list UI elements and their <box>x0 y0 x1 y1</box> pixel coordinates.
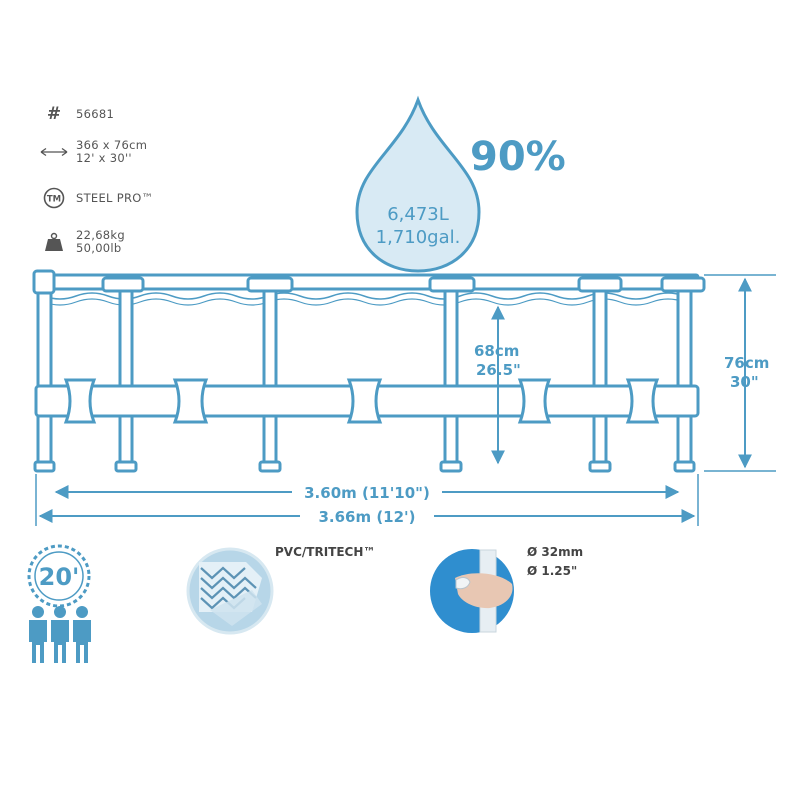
material-layers-icon <box>186 547 274 635</box>
stopwatch-icon <box>27 544 91 608</box>
spec-model: # 56681 <box>32 104 114 124</box>
spec-weight: 22,68kg 50,00lb <box>32 229 125 255</box>
spec-size: 366 x 76cm 12' x 30'' <box>32 139 147 165</box>
weight-lb: 50,00lb <box>76 241 122 255</box>
height-cm: 76cm <box>724 354 769 372</box>
svg-text:TM: TM <box>47 195 61 205</box>
capacity-liters: 6,473L <box>387 204 449 225</box>
capacity-percent: 90% <box>470 134 566 180</box>
height-in: 30" <box>730 373 759 391</box>
spec-frame: TM STEEL PRO™ <box>32 187 153 209</box>
height-dimension <box>704 274 776 472</box>
water-depth-cm: 68cm <box>474 342 519 360</box>
water-depth-in: 26.5" <box>476 361 521 379</box>
weight-icon <box>32 231 76 253</box>
material-label: PVC/TRITECH™ <box>275 545 375 559</box>
hash-icon: # <box>46 104 62 124</box>
leg-diameter-mm: Ø 32mm <box>527 545 583 559</box>
size-metric: 366 x 76cm <box>76 138 148 152</box>
outer-diameter: 3.66m (12') <box>318 508 415 526</box>
leg-grip-icon <box>430 549 514 633</box>
weight-kg: 22,68kg <box>76 228 125 242</box>
setup-time: 20' <box>39 563 80 591</box>
pool-frame <box>32 269 706 473</box>
people-icon <box>29 606 91 663</box>
frame-type: STEEL PRO™ <box>76 190 154 205</box>
size-imperial: 12' x 30'' <box>76 151 132 165</box>
water-drop-icon <box>355 95 481 273</box>
model-number: 56681 <box>76 106 115 121</box>
leg-diameter-in: Ø 1.25" <box>527 564 577 578</box>
trademark-icon: TM <box>32 187 76 209</box>
double-arrow-icon <box>32 147 76 157</box>
capacity-gallons: 1,710gal. <box>376 227 461 248</box>
inner-diameter: 3.60m (11'10") <box>304 484 430 502</box>
